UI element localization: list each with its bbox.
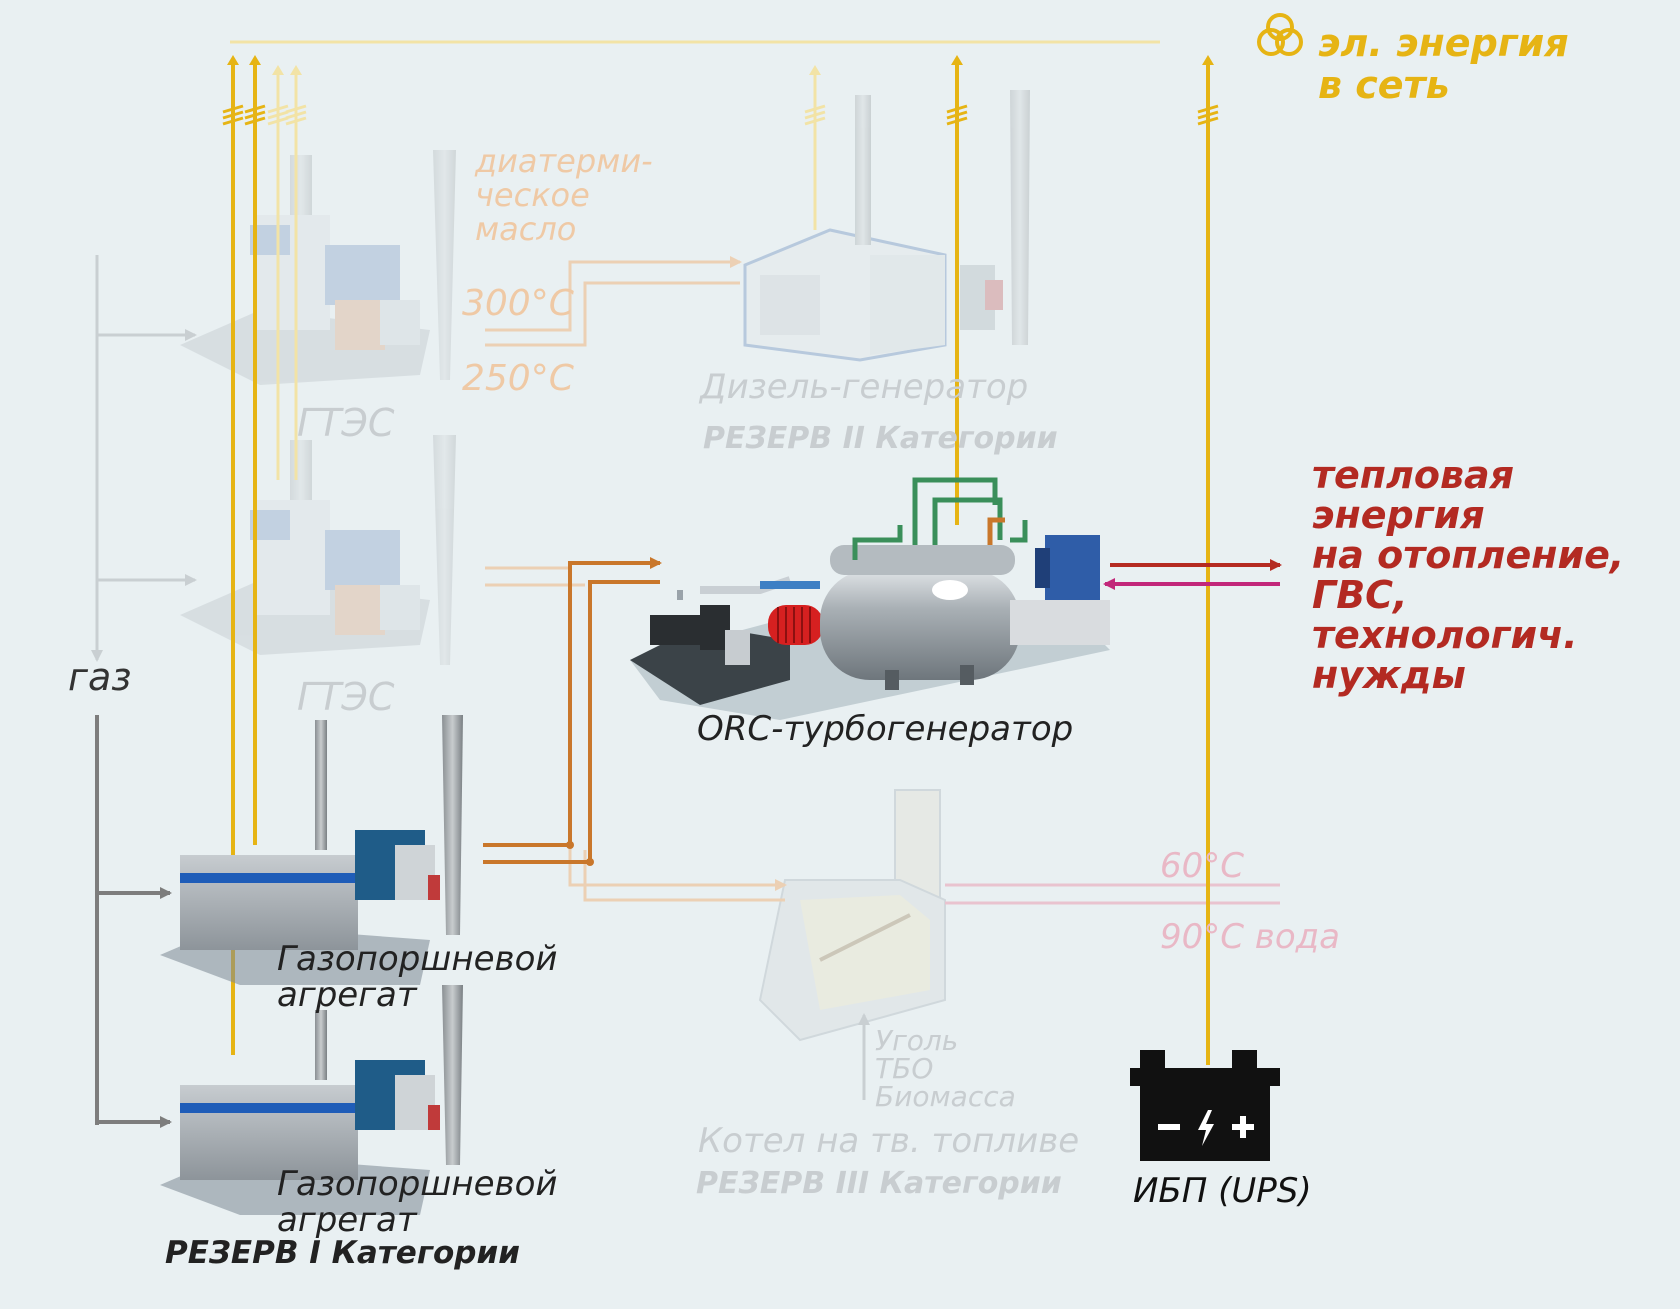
oil-junction-dots	[566, 841, 594, 866]
temp-300-label: 300°C	[462, 283, 575, 324]
thermal-oil-lines	[483, 557, 662, 864]
thermal-oil-label-line-3: масло	[475, 210, 576, 248]
faded-electric-lines	[230, 40, 1160, 480]
gas-lines	[95, 715, 172, 1128]
grid-export-label-line-1: эл. энергия	[1318, 21, 1569, 65]
diesel-generator-illustration	[743, 90, 1030, 362]
heat-output-label-line-3: на отопление,	[1312, 533, 1624, 577]
faded-gas-lines	[91, 255, 197, 662]
gas-piston-unit-2-label-line-2: агрегат	[277, 1200, 418, 1240]
electric-tick-marks	[222, 104, 1219, 126]
gas-piston-unit-1-illustration	[160, 715, 463, 985]
power-grid-icon	[1257, 13, 1303, 56]
solid-fuel-boiler-label: Котел на тв. топливе	[698, 1121, 1079, 1161]
diesel-reserve-label: РЕЗЕРВ II Категории	[703, 421, 1058, 456]
gas-piston-unit-1-label-line-2: агрегат	[277, 975, 418, 1015]
gtes-2-label: ГТЭС	[297, 675, 395, 719]
heat-output-label-line-5: технологич.	[1312, 613, 1578, 657]
fuel-label-line-3: Биомасса	[875, 1080, 1016, 1113]
orc-turbogenerator-illustration	[630, 477, 1110, 720]
gtes-1-label: ГТЭС	[297, 401, 395, 445]
gtes-2-illustration	[180, 435, 456, 665]
fuel-label-line-2: ТБО	[875, 1052, 933, 1085]
temp-90-water-label: 90°C вода	[1160, 917, 1340, 957]
thermal-oil-label-line-2: ческое	[475, 176, 590, 214]
gas-label: газ	[68, 655, 131, 699]
temp-60-label: 60°C	[1160, 846, 1244, 886]
boiler-reserve-label: РЕЗЕРВ III Категории	[696, 1166, 1062, 1201]
heat-output-label-line-6: нужды	[1312, 653, 1466, 697]
labels-layer: эл. энергия в сеть диатерми- ческое масл…	[68, 21, 1624, 1271]
reserve-1-label: РЕЗЕРВ I Категории	[165, 1235, 520, 1271]
faded-tick-marks	[267, 104, 826, 126]
gtes-1-illustration	[180, 150, 456, 385]
thermal-oil-label-line-1: диатерми-	[474, 142, 653, 180]
ups-label: ИБП (UPS)	[1133, 1171, 1312, 1211]
gas-piston-unit-1-label-line-1: Газопоршневой	[277, 939, 557, 979]
heat-lines	[1103, 559, 1282, 590]
gas-piston-unit-2-label-line-1: Газопоршневой	[277, 1164, 557, 1204]
grid-export-label-line-2: в сеть	[1318, 63, 1450, 107]
fuel-label-line-1: Уголь	[875, 1024, 958, 1057]
gas-piston-unit-2-illustration	[160, 985, 463, 1215]
heat-output-label-line-2: энергия	[1312, 493, 1485, 537]
heat-output-label-line-1: тепловая	[1312, 453, 1514, 497]
temp-250-label: 250°C	[462, 358, 575, 399]
heat-output-label-line-4: ГВС,	[1312, 573, 1408, 617]
diesel-generator-label: Дизель-генератор	[698, 367, 1028, 407]
solid-fuel-boiler-illustration	[758, 789, 946, 1042]
battery-icon	[1130, 1050, 1280, 1161]
faded-oil-lines	[485, 256, 787, 902]
orc-turbogenerator-label: ORC-турбогенератор	[697, 709, 1073, 749]
faded-water-lines	[858, 883, 1280, 1100]
